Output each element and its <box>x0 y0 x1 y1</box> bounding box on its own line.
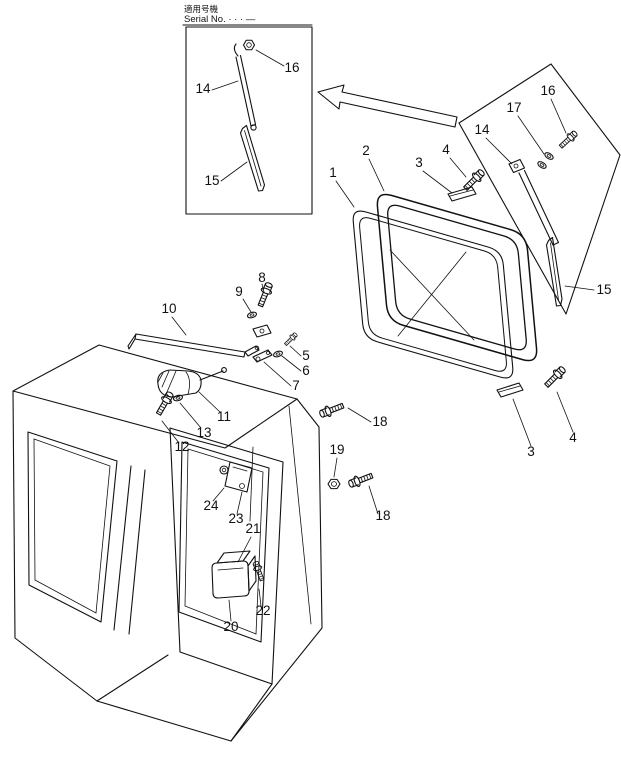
door-bottom-edge <box>230 683 273 742</box>
spacer-top <box>447 186 477 202</box>
motor-washer-13 <box>172 393 184 403</box>
nut-19 <box>327 478 341 490</box>
door-window <box>178 441 270 643</box>
callout-link-arm: 7 <box>292 378 300 393</box>
handle-box-20 <box>211 550 257 599</box>
serial-number-label: Serial No. · · · — <box>184 14 256 25</box>
callout-labels: 1 2 3 4 3 4 5 6 7 8 9 10 11 12 13 14 15 … <box>161 60 611 634</box>
inset-frame <box>185 26 313 215</box>
door-window-inner <box>184 448 264 635</box>
callout-inset-arm: 14 <box>195 81 211 96</box>
direction-arrow <box>317 84 458 128</box>
upper-bolt-18 <box>317 400 346 420</box>
callout-motor-bolt: 12 <box>174 439 189 454</box>
callout-right-blade: 15 <box>596 282 611 297</box>
callout-spacer-bottom: 3 <box>527 444 535 459</box>
callout-wiper-rod: 10 <box>161 301 176 316</box>
wiper-rod-10 <box>127 333 260 358</box>
pivot-bracket <box>252 324 272 338</box>
washer-17a <box>543 150 555 162</box>
right-wiper-assembly <box>458 63 621 315</box>
right-wiper-blade <box>545 236 563 307</box>
bracket-23 <box>219 461 253 493</box>
callout-bolt-top: 4 <box>442 142 450 157</box>
motor-bolt-12 <box>153 389 176 418</box>
callout-upper-bolt: 18 <box>372 414 387 429</box>
window-assembly <box>352 166 569 398</box>
callout-right-arm: 14 <box>474 122 490 137</box>
pillar-line-2 <box>128 469 146 635</box>
inset-pivot-nut <box>242 39 256 51</box>
serial-header: 適用号機 Serial No. · · · — <box>182 4 313 26</box>
callout-bracket-bolt: 24 <box>203 498 219 513</box>
window-frame-inner <box>387 204 527 351</box>
pivot-bolt-16 <box>557 128 580 151</box>
callout-bolt-bottom: 4 <box>569 430 577 445</box>
interior-parts <box>211 461 267 599</box>
callout-leaders <box>161 49 595 622</box>
mount-bolt-bottom <box>542 363 569 390</box>
callout-nut: 19 <box>329 442 344 457</box>
model-label: 適用号機 <box>184 4 219 14</box>
callout-pivot-bolt: 8 <box>258 270 266 285</box>
mount-bolt-top <box>461 166 488 193</box>
link-washer-6 <box>272 349 284 359</box>
callout-frame: 2 <box>362 143 370 158</box>
windshield-inner <box>33 438 111 614</box>
pillar-line-1 <box>113 465 132 631</box>
callout-wiper-motor: 11 <box>217 409 231 424</box>
wiper-inset-box <box>185 26 313 215</box>
washer-9 <box>246 310 258 320</box>
cab-silhouette <box>12 344 323 742</box>
callout-motor-washer: 13 <box>196 425 211 440</box>
callout-inset-nut: 16 <box>284 60 299 75</box>
callout-handle-bolt: 22 <box>255 603 270 618</box>
cab-mount-fasteners <box>317 400 375 490</box>
lower-bolt-18 <box>346 470 375 490</box>
window-divider <box>249 446 254 522</box>
link-bolt-5 <box>282 331 299 348</box>
washer-17b <box>536 159 548 171</box>
pivot-bolt-8 <box>254 280 276 309</box>
callout-link-washer: 6 <box>302 363 310 378</box>
inset-wiper-arm <box>233 43 257 131</box>
callout-handle-box: 20 <box>223 619 238 634</box>
right-wiper-arm <box>508 158 560 246</box>
callout-lower-bolt: 18 <box>375 508 390 523</box>
callout-link-bolt: 5 <box>302 348 310 363</box>
wiper-motor-11 <box>157 367 227 398</box>
corner-post <box>288 405 312 625</box>
wiper-linkage-assembly <box>127 280 299 418</box>
callout-bracket: 23 <box>228 511 243 526</box>
callout-handle-cover: 21 <box>245 521 260 536</box>
callout-glass: 1 <box>329 165 337 180</box>
windshield <box>27 431 118 623</box>
callout-spacer-top: 3 <box>415 155 423 170</box>
callout-right-bolt: 16 <box>540 83 555 98</box>
spacer-bottom <box>496 382 524 398</box>
callout-right-washers: 17 <box>506 100 521 115</box>
callout-inset-blade: 15 <box>204 173 219 188</box>
cab-body <box>12 344 323 742</box>
callout-pivot-washer: 9 <box>235 284 243 299</box>
sill-line <box>96 654 169 702</box>
roof-edge <box>12 390 298 449</box>
glass-cross-mark <box>389 249 475 341</box>
panel-outline <box>458 63 621 315</box>
link-arm-7 <box>252 349 273 363</box>
inset-wiper-blade <box>239 124 266 192</box>
